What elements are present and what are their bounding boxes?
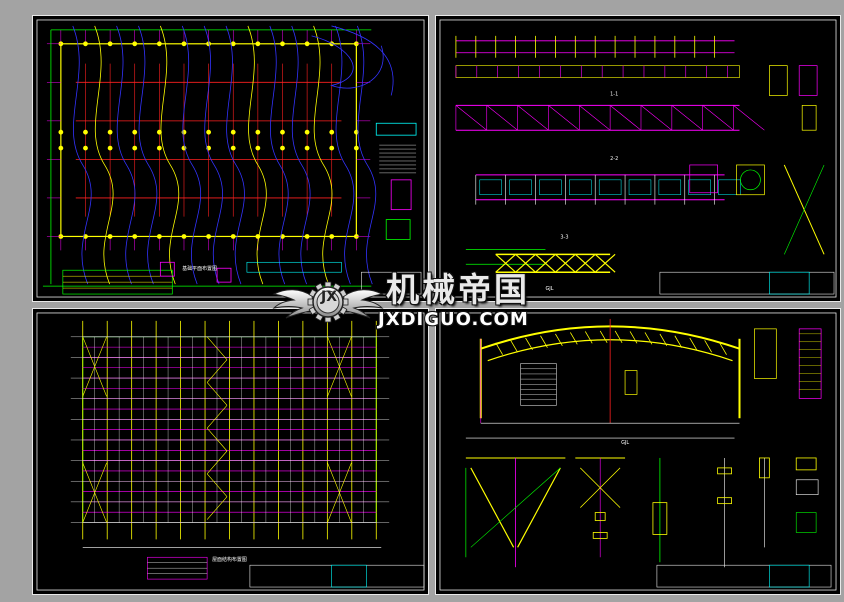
site-watermark: JX 机械帝国 JXDIGUO.COM: [272, 270, 572, 334]
foundation-plan-title: 基础平面布置图: [182, 265, 217, 272]
site-name-chinese: 机械帝国: [386, 270, 530, 309]
drawing-sheet-foundation-plan: 基础平面布置图: [32, 15, 429, 302]
drawing-sheet-steel-sections: 1-1 2-2 3-3 GJL: [435, 15, 841, 302]
frame-elevation-drawing: GJL: [439, 312, 837, 591]
site-name-english: JXDIGUO.COM: [378, 309, 529, 330]
frame-label: GJL: [621, 440, 629, 446]
steel-sections-drawing: 1-1 2-2 3-3 GJL: [439, 19, 837, 298]
truss-label: GJL: [545, 286, 553, 292]
section-label-3: 3-3: [560, 234, 568, 240]
drawing-sheet-frame-elevation: GJL: [435, 308, 841, 595]
logo-text: JX: [320, 289, 337, 305]
roof-plan-title: 屋面结构布置图: [212, 556, 247, 563]
roof-plan-drawing: 屋面结构布置图: [36, 312, 425, 591]
foundation-plan-drawing: 基础平面布置图: [36, 19, 425, 298]
section-label-1: 1-1: [610, 91, 618, 97]
drawing-sheet-roof-plan: 屋面结构布置图: [32, 308, 429, 595]
section-label-2: 2-2: [610, 156, 618, 162]
gear-wings-logo-icon: [272, 281, 384, 323]
